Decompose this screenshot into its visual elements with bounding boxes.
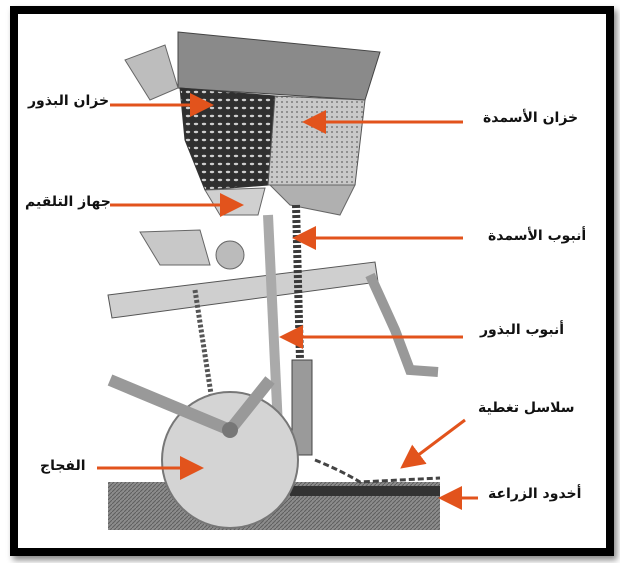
label-seed-tube: أنبوب البذور (480, 322, 565, 338)
arrow-covering-chains (400, 418, 466, 469)
label-feed-mechanism: جهاز التلقيم (25, 194, 111, 210)
label-planting-furrow: أخدود الزراعة (488, 486, 582, 502)
label-fertilizer-hopper: خزان الأسمدة (483, 110, 579, 126)
chains (314, 458, 441, 484)
label-disc-opener: الفجاج (40, 458, 86, 474)
label-fertilizer-tube: أنبوب الأسمدة (488, 228, 587, 244)
label-covering-chains: سلاسل تغطية (478, 400, 575, 416)
arrows (97, 93, 478, 510)
label-seed-hopper: خزان البذور (28, 93, 110, 109)
frame-bar (107, 229, 439, 377)
disc (107, 374, 299, 529)
